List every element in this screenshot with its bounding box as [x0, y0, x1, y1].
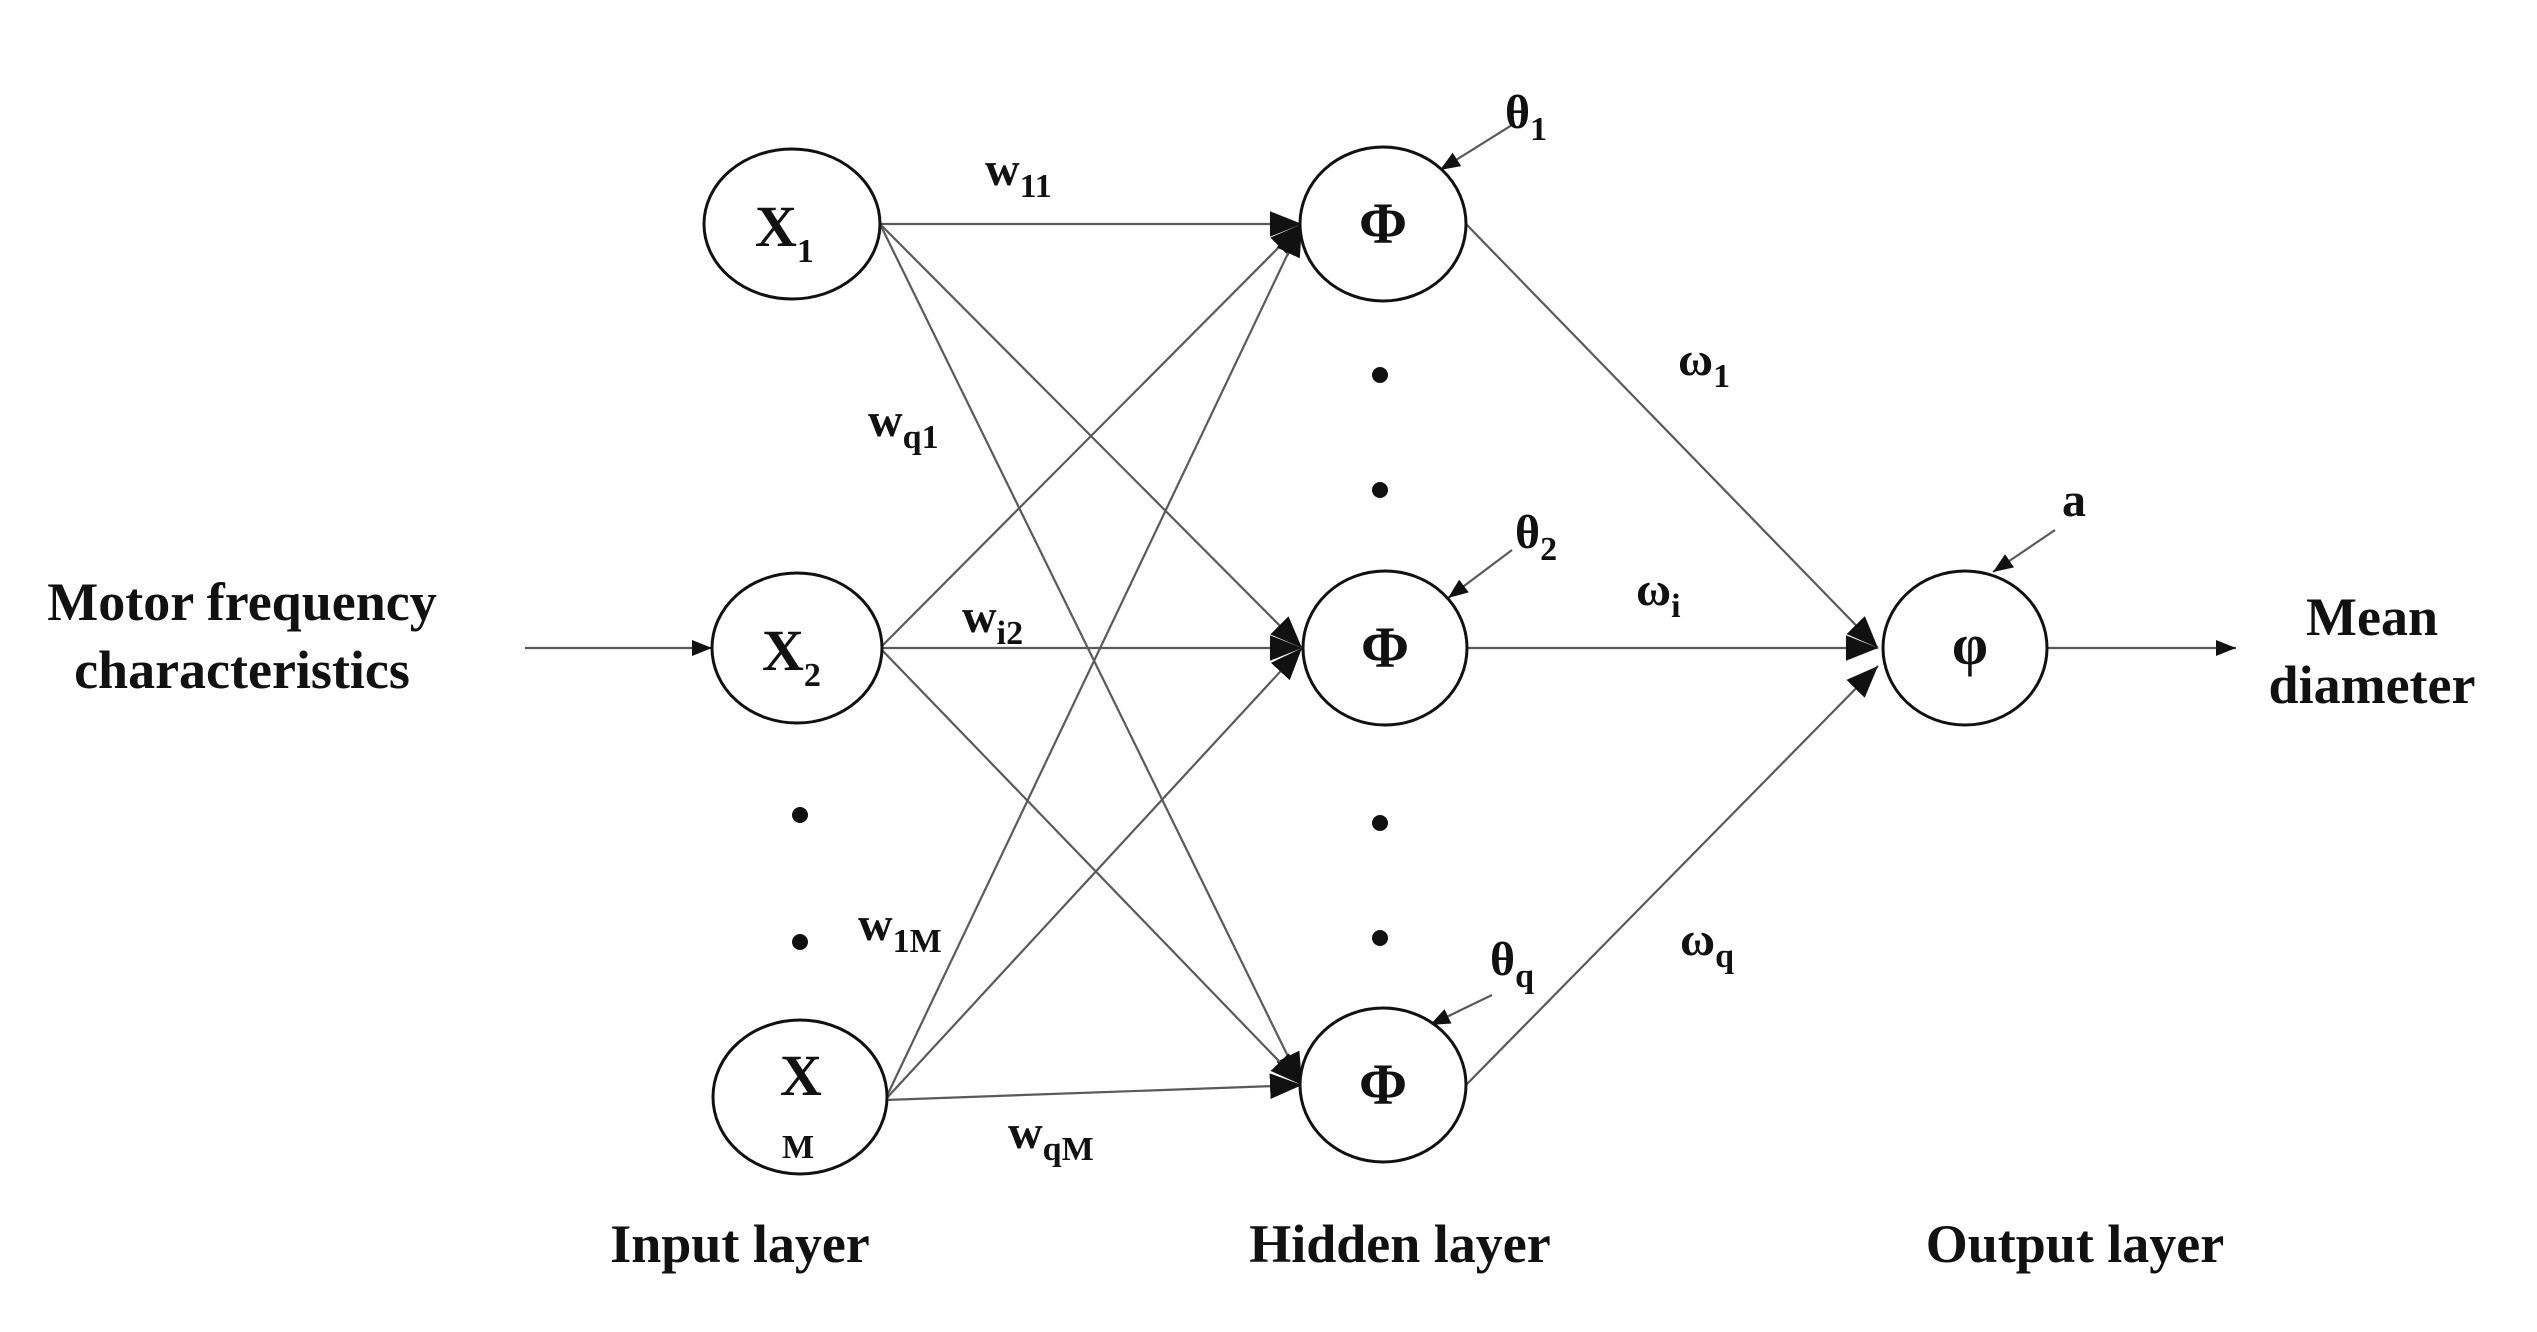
- a-arrow: [1992, 529, 2056, 573]
- weight-omegai: ωi: [1636, 563, 1681, 625]
- ellipsis-dots: [792, 367, 1388, 950]
- bias-theta2: θ2: [1515, 506, 1557, 568]
- hidden-node-2-label: Φ: [1361, 615, 1409, 680]
- input-node-1: [702, 147, 882, 301]
- hidden-node-2: [1301, 569, 1469, 727]
- input-label-line-2: characteristics: [74, 640, 410, 700]
- edge-xm-h2: [884, 647, 1303, 1101]
- dot: [1372, 367, 1388, 383]
- hidden-node-q: [1298, 1006, 1468, 1164]
- input-label-line-1: Motor frequency: [47, 572, 436, 632]
- input-node-2: [710, 571, 884, 725]
- edge-x2-h3: [879, 647, 1303, 1086]
- hidden-nodes: [1298, 145, 1469, 1164]
- theta2-arrow: [1447, 549, 1513, 599]
- edge-h1-out: [1465, 223, 1879, 649]
- weight-omegaq: ωq: [1680, 913, 1734, 975]
- input-hidden-connections: [879, 211, 1303, 1102]
- bias-thetaq: θq: [1490, 933, 1534, 995]
- bias-theta1: θ1: [1505, 86, 1547, 148]
- thetaq-arrow: [1429, 994, 1493, 1026]
- weight-w11: w11: [985, 143, 1052, 205]
- weight-omega1: ω1: [1678, 333, 1730, 395]
- output-label-line-2: diameter: [2269, 655, 2476, 715]
- dot: [1372, 930, 1388, 946]
- bias-a: a: [2062, 474, 2086, 527]
- edge-xm-h1: [884, 223, 1303, 1101]
- dot: [792, 934, 808, 950]
- hidden-node-1: [1298, 145, 1468, 303]
- input-node-m-main: X: [780, 1043, 822, 1108]
- weight-wi2: wi2: [962, 590, 1023, 652]
- output-node-label: φ: [1952, 612, 1988, 677]
- input-node-1-label: X1: [755, 194, 814, 270]
- input-layer-label: Input layer: [610, 1214, 870, 1274]
- output-node: [1881, 569, 2049, 727]
- bias-arrows: [1429, 124, 2056, 1026]
- input-nodes: [702, 147, 889, 1176]
- weight-wq1: wq1: [868, 394, 939, 456]
- weight-w1m: w1M: [858, 898, 942, 960]
- dot: [1372, 815, 1388, 831]
- output-label-line-1: Mean: [2306, 587, 2438, 647]
- input-node-m-sub: M: [782, 1129, 814, 1166]
- input-node-2-label: X2: [762, 618, 821, 694]
- edge-h3-out: [1465, 665, 1879, 1086]
- weight-wqm: wqM: [1008, 1106, 1094, 1168]
- hidden-node-1-label: Φ: [1359, 191, 1407, 256]
- theta1-arrow: [1439, 124, 1513, 171]
- edge-xm-h3: [884, 1073, 1303, 1102]
- hidden-output-connections: [1465, 223, 1879, 1086]
- hidden-node-q-label: Φ: [1359, 1052, 1407, 1117]
- edge-x2-h1: [879, 223, 1303, 649]
- dot: [1372, 482, 1388, 498]
- hidden-layer-label: Hidden layer: [1249, 1214, 1551, 1274]
- output-layer-label: Output layer: [1926, 1214, 2225, 1274]
- dot: [792, 807, 808, 823]
- input-node-m: [711, 1018, 889, 1176]
- edge-x1-h3: [879, 223, 1303, 1086]
